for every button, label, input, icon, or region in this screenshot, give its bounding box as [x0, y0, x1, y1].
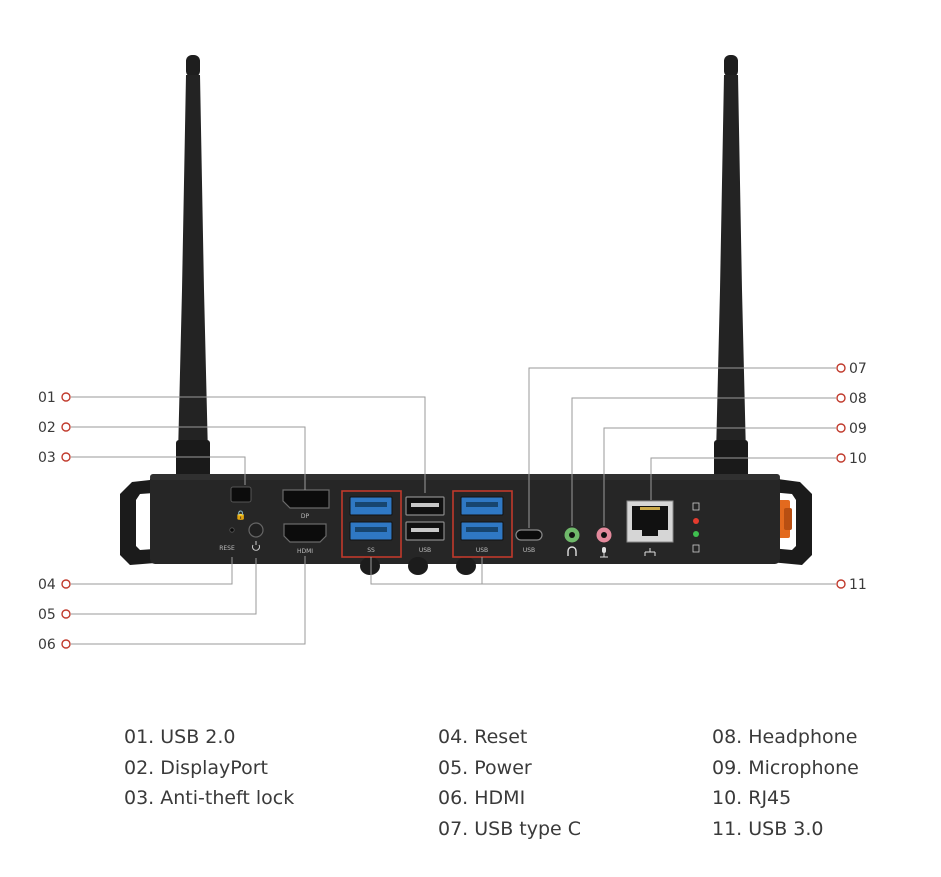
dp-label: DP: [301, 513, 310, 520]
legend-item: 01. USB 2.0: [124, 726, 236, 748]
rj45-port: [626, 500, 674, 543]
legend-item: 02. DisplayPort: [124, 756, 268, 779]
legend-column-3: 08. Headphone 09. Microphone 10. RJ45 11…: [712, 722, 859, 844]
legend-item: 10. RJ45: [712, 787, 792, 809]
leader-lines: [71, 367, 836, 645]
ss-label: SS: [367, 547, 375, 554]
reset-hole: [229, 527, 235, 533]
left-antenna: [176, 55, 210, 478]
right-antenna: [714, 55, 748, 478]
legend-column-2: 04. Reset 05. Power 06. HDMI 07. USB typ…: [438, 722, 581, 844]
headphone-icon: [567, 546, 577, 556]
displayport-port: [282, 489, 330, 509]
callout-02: 02: [38, 420, 56, 436]
callout-10: 10: [849, 451, 867, 467]
legend-item: 04. Reset: [438, 726, 528, 748]
callout-01: 01: [38, 390, 56, 406]
status-leds: [692, 502, 700, 553]
microphone-icon: [600, 547, 608, 558]
legend-column-1: 01. USB 2.0 02. DisplayPort 03. Anti-the…: [124, 722, 294, 814]
lock-symbol: 🔒: [235, 510, 246, 520]
power-button: [248, 522, 264, 538]
legend-item: 03. Anti-theft lock: [124, 787, 295, 809]
legend-item: 08. Headphone: [712, 726, 858, 748]
legend-item: 07. USB type C: [438, 817, 582, 840]
callout-04: 04: [38, 577, 56, 593]
legend-item: 11. USB 3.0: [712, 817, 824, 840]
usb-label-b: USB: [476, 547, 488, 554]
power-icon: [252, 541, 260, 551]
callout-08: 08: [849, 391, 867, 407]
callout-markers: [61, 363, 846, 649]
device-feet: [360, 557, 476, 575]
network-icon: [644, 548, 656, 556]
callout-07: 07: [849, 361, 867, 377]
anti-theft-lock-port: [230, 486, 252, 503]
reset-label: RESE: [219, 545, 235, 552]
hdmi-label: HDMI: [297, 548, 313, 555]
left-handle: [120, 478, 168, 565]
callout-06: 06: [38, 637, 56, 653]
callout-09: 09: [849, 421, 867, 437]
callout-11: 11: [849, 577, 867, 593]
legend-item: 06. HDMI: [438, 787, 526, 809]
callout-05: 05: [38, 607, 56, 623]
usb-type-c-port: [515, 529, 543, 541]
callout-03: 03: [38, 450, 56, 466]
hdmi-port: [283, 523, 327, 543]
usb-c-label: USB: [523, 547, 535, 554]
usb-label-a: USB: [419, 547, 431, 554]
legend-item: 05. Power: [438, 756, 532, 779]
legend-item: 09. Microphone: [712, 756, 859, 779]
